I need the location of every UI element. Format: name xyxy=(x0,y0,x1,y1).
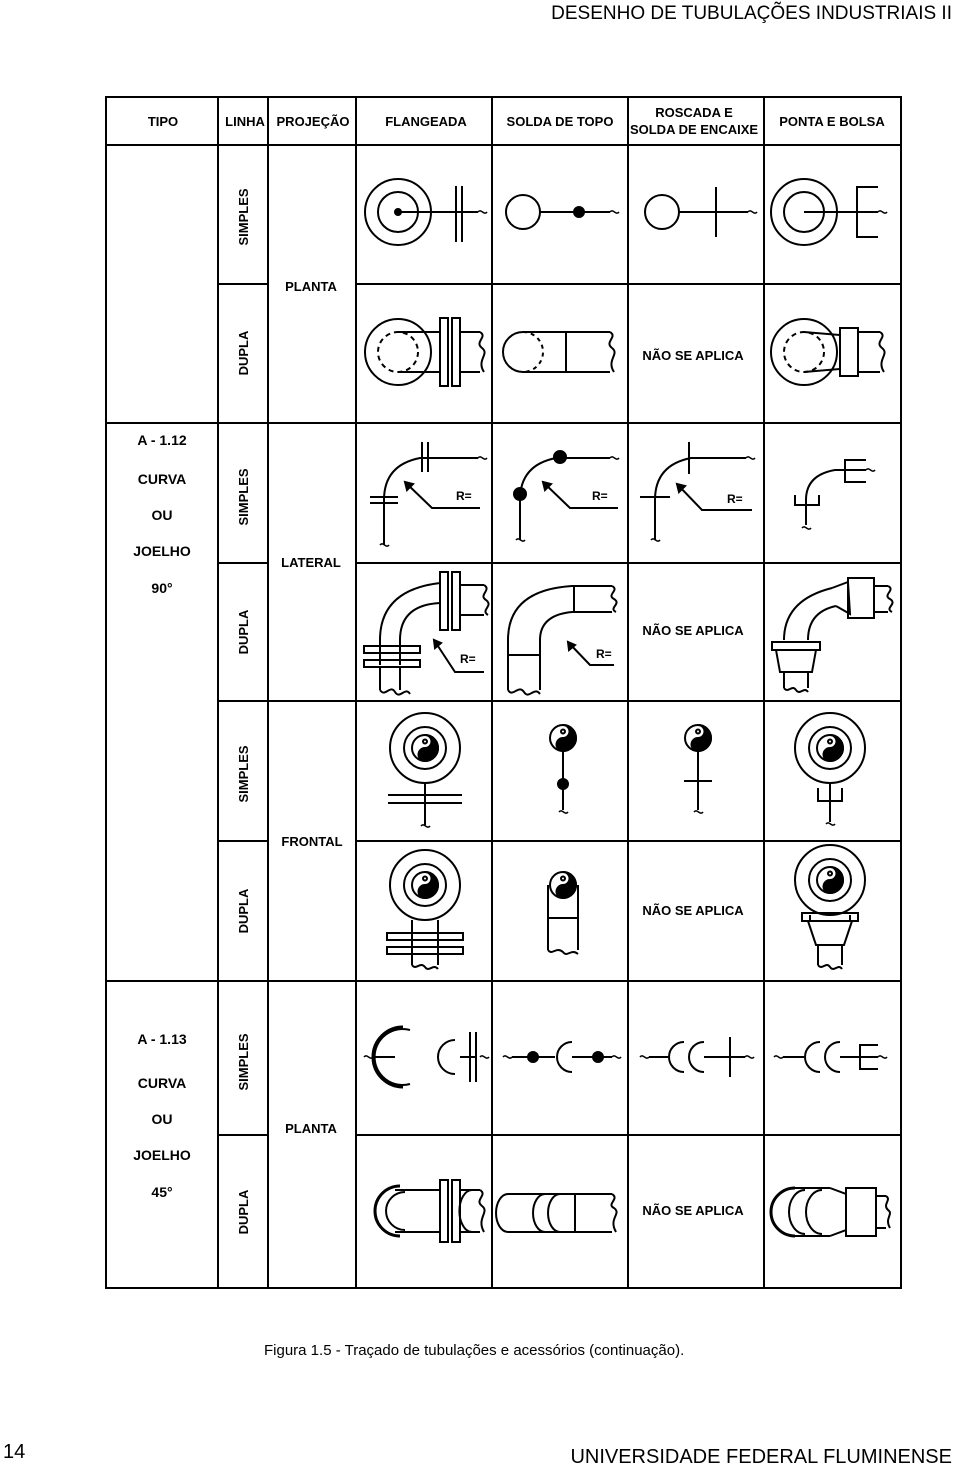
block2-name-2: OU xyxy=(152,1111,173,1127)
symbol-socket-frontal-single-icon xyxy=(794,712,866,827)
figure-caption: Figura 1.5 - Traçado de tubulações e ace… xyxy=(264,1342,685,1359)
symbol-butt-weld-45-double-icon xyxy=(495,1193,618,1233)
nao-se-aplica-4: NÃO SE APLICA xyxy=(642,1203,744,1218)
col-header-flangeada: FLANGEADA xyxy=(385,114,467,129)
yin-yang-icon-1 xyxy=(411,734,439,762)
linha-dupla-3: DUPLA xyxy=(236,888,251,933)
symbol-flanged-plan-double-icon xyxy=(364,317,486,387)
symbol-flanged-frontal-single-icon xyxy=(388,712,462,829)
symbol-threaded-frontal-single-icon xyxy=(684,752,712,815)
block1-angle: 90° xyxy=(151,580,172,596)
symbol-flanged-plan-single-icon xyxy=(364,178,488,246)
symbol-flanged-frontal-double-icon xyxy=(386,849,464,970)
block2-angle: 45° xyxy=(151,1184,172,1200)
radius-label-4: R= xyxy=(460,652,476,666)
symbol-threaded-lateral-single-icon xyxy=(640,442,756,543)
col-header-tipo: TIPO xyxy=(148,114,178,129)
symbol-socket-plan-single-icon xyxy=(770,178,888,246)
linha-simples-3: SIMPLES xyxy=(236,745,251,802)
symbol-butt-weld-plan-double-icon xyxy=(502,331,616,373)
linha-dupla-4: DUPLA xyxy=(236,1189,251,1234)
col-header-roscada-1: ROSCADA E xyxy=(655,105,733,120)
linha-dupla-2: DUPLA xyxy=(236,609,251,654)
page-header-title: DESENHO DE TUBULAÇÕES INDUSTRIAIS II xyxy=(551,3,952,24)
symbol-socket-frontal-double-icon xyxy=(794,844,866,970)
table-grid xyxy=(105,96,902,1289)
yin-yang-icon-7 xyxy=(816,866,844,894)
yin-yang-icon-3 xyxy=(684,724,712,752)
symbol-butt-weld-lateral-single-icon xyxy=(513,450,620,543)
projecao-lateral: LATERAL xyxy=(281,555,341,570)
symbol-flanged-lateral-single-icon xyxy=(370,442,488,548)
radius-label-3: R= xyxy=(727,492,743,506)
symbol-butt-weld-plan-single-icon xyxy=(505,194,620,230)
block1-code: A - 1.12 xyxy=(137,432,186,448)
radius-label-5: R= xyxy=(596,647,612,661)
symbol-butt-weld-frontal-double-icon xyxy=(547,885,579,955)
symbol-socket-45-double-icon xyxy=(769,1186,891,1238)
col-header-solda-topo: SOLDA DE TOPO xyxy=(507,114,614,129)
page-footer-institution: UNIVERSIDADE FEDERAL FLUMINENSE xyxy=(570,1446,952,1468)
linha-dupla-1: DUPLA xyxy=(236,330,251,375)
radius-label-2: R= xyxy=(592,489,608,503)
block2-name-1: CURVA xyxy=(138,1075,187,1091)
nao-se-aplica-3: NÃO SE APLICA xyxy=(642,903,744,918)
page-number: 14 xyxy=(3,1441,26,1463)
yin-yang-icon-4 xyxy=(816,734,844,762)
col-header-roscada-2: SOLDA DE ENCAIXE xyxy=(630,122,758,137)
block2-code: A - 1.13 xyxy=(137,1031,186,1047)
col-header-linha: LINHA xyxy=(225,114,265,129)
symbol-socket-lateral-single-icon xyxy=(794,459,876,531)
pipe-symbols-table: TIPO LINHA PROJEÇÃO FLANGEADA SOLDA DE T… xyxy=(105,96,902,1289)
symbol-socket-45-single-icon xyxy=(773,1041,888,1073)
symbol-butt-weld-45-single-icon xyxy=(502,1041,622,1073)
nao-se-aplica-2: NÃO SE APLICA xyxy=(642,623,744,638)
symbol-flanged-45-double-icon xyxy=(373,1179,486,1243)
block1-name-3: JOELHO xyxy=(133,543,191,559)
projecao-planta-1: PLANTA xyxy=(285,279,337,294)
yin-yang-icon-6 xyxy=(549,871,577,899)
radius-label-1: R= xyxy=(456,489,472,503)
col-header-ponta-bolsa: PONTA E BOLSA xyxy=(779,114,885,129)
linha-simples-4: SIMPLES xyxy=(236,1033,251,1090)
symbol-butt-weld-lateral-double-icon xyxy=(507,585,618,696)
symbol-butt-weld-frontal-single-icon xyxy=(557,752,569,815)
block1-name-1: CURVA xyxy=(138,471,187,487)
col-header-projecao: PROJEÇÃO xyxy=(277,114,350,129)
symbol-flanged-lateral-double-icon xyxy=(363,571,490,696)
linha-simples-1: SIMPLES xyxy=(236,188,251,245)
symbol-flanged-45-single-icon xyxy=(363,1025,490,1089)
yin-yang-icon-5 xyxy=(411,871,439,899)
symbol-threaded-45-single-icon xyxy=(639,1037,755,1077)
symbol-socket-lateral-double-icon xyxy=(771,577,894,693)
projecao-planta-2: PLANTA xyxy=(285,1121,337,1136)
block1-name-2: OU xyxy=(152,507,173,523)
linha-simples-2: SIMPLES xyxy=(236,468,251,525)
projecao-frontal: FRONTAL xyxy=(281,834,342,849)
nao-se-aplica-1: NÃO SE APLICA xyxy=(642,348,744,363)
symbol-socket-plan-double-icon xyxy=(770,318,886,386)
yin-yang-icon-2 xyxy=(549,724,577,752)
block2-name-3: JOELHO xyxy=(133,1147,191,1163)
symbol-threaded-plan-single-icon xyxy=(644,187,758,237)
